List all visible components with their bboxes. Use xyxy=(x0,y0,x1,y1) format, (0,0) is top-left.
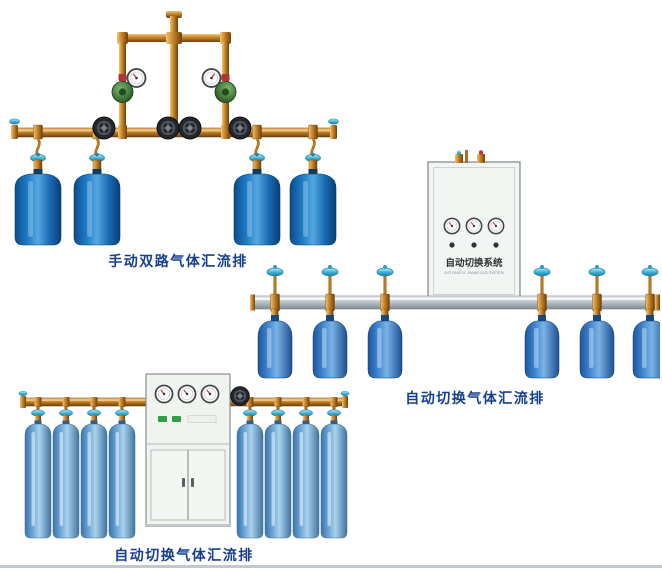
cabinet-top-fittings xyxy=(455,150,485,163)
gas-cylinder xyxy=(72,123,122,247)
gas-cylinder xyxy=(13,123,63,247)
pressure-regulator-right xyxy=(203,69,237,103)
pipe-end-cap-right xyxy=(328,118,339,139)
pipe-end-cap-left xyxy=(18,391,28,408)
handwheel-valve xyxy=(228,116,252,140)
pipe-union xyxy=(330,397,338,407)
gas-cylinder xyxy=(312,308,348,379)
gas-cylinder xyxy=(236,405,264,539)
pipe-union xyxy=(118,397,126,407)
handwheel-valve xyxy=(229,385,251,407)
rail-union xyxy=(645,293,655,312)
product-manual-dual-manifold: 手动双路气体汇流排 xyxy=(8,8,348,271)
cabinet-sublabel: AUTOMATIC MANIFOLD SYSTEM xyxy=(444,270,504,275)
product-caption-manual-dual: 手动双路气体汇流排 xyxy=(108,254,248,270)
auto-switch-floor-illustration xyxy=(18,373,350,539)
pipe-end-cap-right xyxy=(340,391,350,408)
cabinet-gauges xyxy=(443,217,505,235)
pipe-union xyxy=(274,397,282,407)
gas-cylinder xyxy=(579,308,615,379)
product-auto-switch-floor: 自动切换气体汇流排 xyxy=(18,372,350,565)
handwheel-valve xyxy=(178,116,202,140)
manual-dual-manifold-illustration xyxy=(9,11,339,247)
cabinet-knob xyxy=(471,242,477,248)
gas-cylinder xyxy=(52,405,80,539)
product-caption-auto-floor: 自动切换气体汇流排 xyxy=(114,548,254,564)
cylinder-rail xyxy=(250,293,660,312)
pipe-end-cap-left xyxy=(9,118,20,139)
gas-cylinder xyxy=(108,405,136,539)
rail-union xyxy=(537,293,547,312)
pipe-union xyxy=(34,397,42,407)
cabinet-doors xyxy=(150,449,226,521)
rail-union xyxy=(592,293,602,312)
gas-cylinder xyxy=(524,308,560,379)
rail-union xyxy=(380,293,390,312)
label-plate xyxy=(187,415,217,423)
gas-cylinder xyxy=(367,308,403,379)
door-handle xyxy=(191,478,194,487)
gas-cylinder xyxy=(320,405,348,539)
auto-switch-wall-illustration: 自动切换系统 AUTOMATIC MANIFOLD SYSTEM xyxy=(250,150,660,379)
handwheel-valve xyxy=(156,116,180,140)
pipe-union xyxy=(62,397,70,407)
gas-cylinder xyxy=(264,405,292,539)
pressure-regulator-left xyxy=(112,69,146,103)
gas-cylinder xyxy=(257,308,293,379)
handwheel-valve xyxy=(92,116,116,140)
rail-union xyxy=(325,293,335,312)
pipe-union xyxy=(302,397,310,407)
control-cabinet xyxy=(145,373,231,527)
rail-union xyxy=(270,293,280,312)
gas-cylinder xyxy=(24,405,52,539)
control-cabinet: 自动切换系统 AUTOMATIC MANIFOLD SYSTEM xyxy=(427,161,521,301)
cabinet-knob xyxy=(449,242,455,248)
cabinet-label: 自动切换系统 xyxy=(445,257,503,269)
cabinet-gauges xyxy=(154,384,220,404)
cabinet-knob xyxy=(493,242,499,248)
gas-cylinder xyxy=(80,405,108,539)
bottom-divider xyxy=(0,565,662,568)
pipe-union xyxy=(90,397,98,407)
green-indicator xyxy=(172,416,181,422)
product-auto-switch-wall: 自动切换系统 AUTOMATIC MANIFOLD SYSTEM xyxy=(250,150,660,408)
gas-cylinder xyxy=(632,308,660,379)
door-handle xyxy=(182,478,185,487)
green-indicator xyxy=(158,416,167,422)
gas-cylinder xyxy=(292,405,320,539)
product-caption-auto-wall: 自动切换气体汇流排 xyxy=(405,391,545,407)
